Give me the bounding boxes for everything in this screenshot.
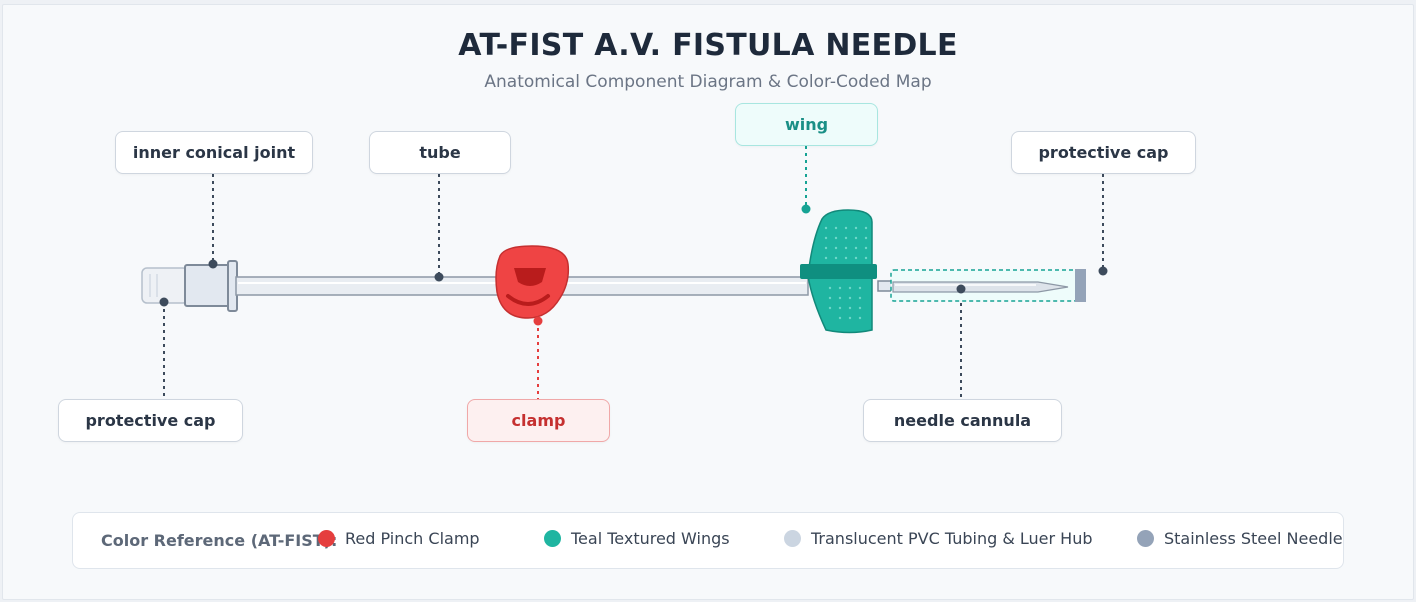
luer-hub [184, 260, 238, 312]
legend-item-clamp: Red Pinch Clamp [318, 529, 480, 548]
red-clamp [495, 245, 570, 319]
legend-item-wings: Teal Textured Wings [544, 529, 730, 548]
label-inner-conical-joint: inner conical joint [115, 131, 313, 174]
legend-item-label: Red Pinch Clamp [345, 529, 480, 548]
page-title: AT-FIST A.V. FISTULA NEEDLE [458, 28, 958, 63]
label-tube: tube [369, 131, 511, 174]
needle-cannula [892, 281, 1069, 293]
legend-item-label: Teal Textured Wings [571, 529, 730, 548]
label-wing: wing [735, 103, 878, 146]
light-gray-dot-icon [784, 530, 801, 547]
legend-item-tubing: Translucent PVC Tubing & Luer Hub [784, 529, 1093, 548]
teal-dot-icon [544, 530, 561, 547]
page-subtitle: Anatomical Component Diagram & Color-Cod… [484, 72, 932, 92]
legend-item-needle: Stainless Steel Needle [1137, 529, 1343, 548]
luer-protective-cap [141, 267, 189, 304]
legend-item-label: Stainless Steel Needle [1164, 529, 1343, 548]
color-legend: Color Reference (AT-FIST): Red Pinch Cla… [72, 512, 1344, 569]
label-clamp: clamp [467, 399, 610, 442]
leader-lines [163, 146, 1104, 399]
teal-wing [800, 209, 877, 334]
legend-item-label: Translucent PVC Tubing & Luer Hub [811, 529, 1093, 548]
label-protective-cap-right: protective cap [1011, 131, 1196, 174]
leader-dots [159, 204, 1108, 326]
gray-dot-icon [1137, 530, 1154, 547]
label-needle-cannula: needle cannula [863, 399, 1062, 442]
red-dot-icon [318, 530, 335, 547]
label-protective-cap-left: protective cap [58, 399, 243, 442]
legend-title: Color Reference (AT-FIST): [101, 531, 338, 550]
